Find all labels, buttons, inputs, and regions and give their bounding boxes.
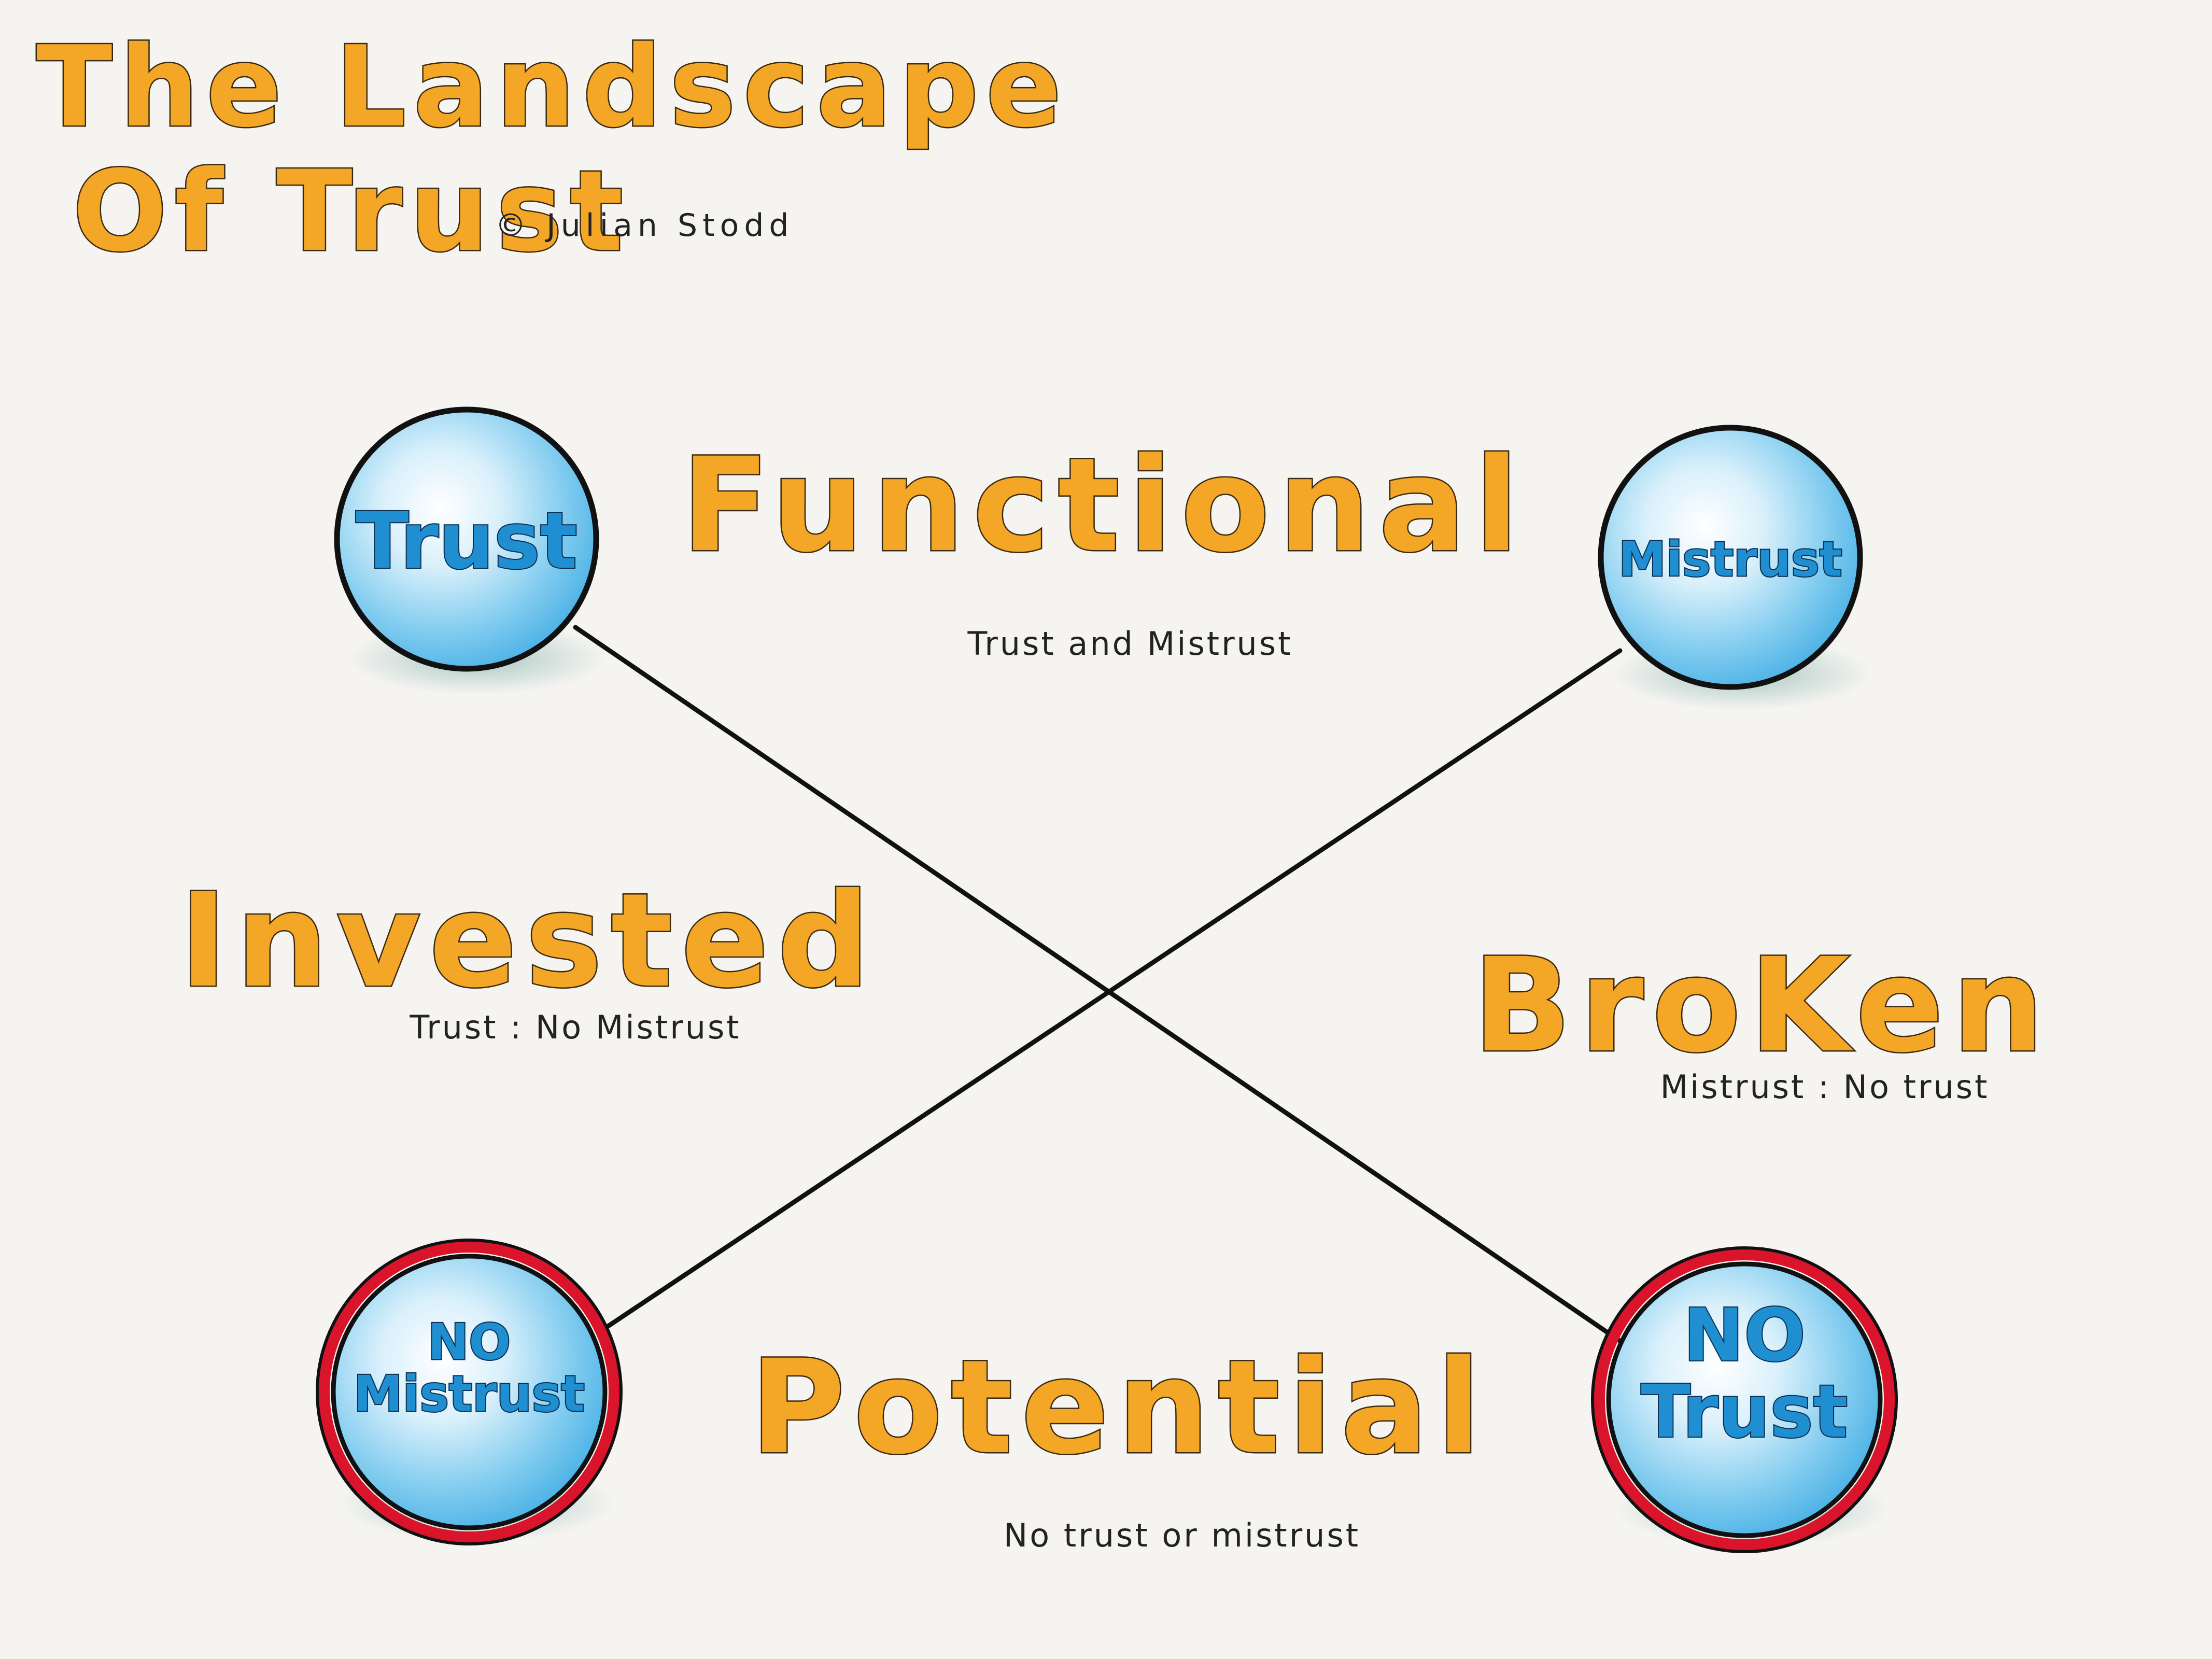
node-outer-outline: [1591, 1246, 1898, 1553]
node-sphere: [1598, 425, 1863, 690]
node-red-ring: [1594, 1249, 1895, 1551]
region-sub-potential: No trust or mistrust: [1003, 1516, 1361, 1554]
node-label-trust-text: Trust: [355, 496, 579, 587]
node-label-mistrust-text: Mistrust: [1617, 531, 1843, 587]
node-mistrust: [1598, 425, 1871, 710]
node-label-no-trust-line1: NO: [1682, 1294, 1807, 1378]
region-label-functional: Functional: [680, 430, 1527, 581]
region-label-potential: Potential: [749, 1332, 1489, 1483]
region-sub-invested: Trust : No Mistrust: [410, 1008, 741, 1046]
node-label-trust: Trust: [355, 496, 579, 587]
node-label-no-trust-line2: Trust: [1640, 1370, 1849, 1454]
region-label-invested: Invested: [178, 865, 879, 1016]
node-no-mistrust: [316, 1239, 623, 1545]
node-sphere: [1606, 1261, 1883, 1538]
node-sphere: [334, 406, 599, 672]
node-no-trust: [1591, 1246, 1898, 1553]
connector-mistrust-to-no-mistrust: [604, 648, 1623, 1330]
node-label-no-mistrust-line2: Mistrust: [353, 1366, 585, 1423]
node-outer-outline: [316, 1239, 623, 1545]
node-label-no-trust: NO Trust: [1640, 1294, 1849, 1454]
region-sub-functional: Trust and Mistrust: [967, 625, 1293, 663]
node-label-no-mistrust: NO Mistrust: [353, 1314, 585, 1423]
node-red-ring: [318, 1241, 620, 1543]
region-sub-broken: Mistrust : No trust: [1660, 1068, 1990, 1106]
connector-trust-to-no-trust: [573, 625, 1625, 1345]
node-trust: [334, 406, 607, 695]
node-label-no-mistrust-line1: NO: [427, 1314, 512, 1371]
node-label-mistrust: Mistrust: [1617, 531, 1843, 587]
title-line-2: Of Trust: [71, 146, 631, 276]
title-line-1: The Landscape: [35, 22, 1069, 152]
copyright-credit: © Julian Stodd: [495, 207, 794, 244]
node-sphere: [331, 1254, 608, 1530]
region-label-broken: BroKen: [1471, 930, 2053, 1081]
